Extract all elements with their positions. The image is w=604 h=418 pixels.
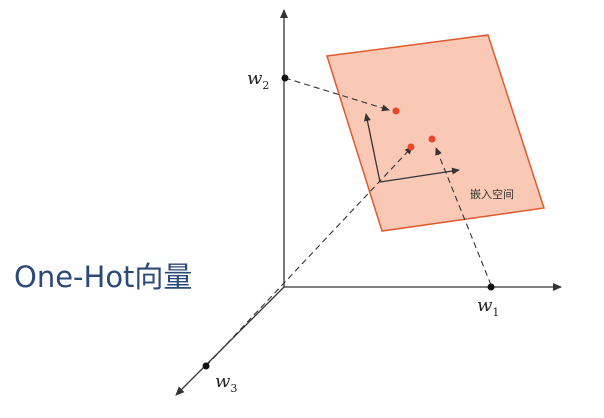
embedding-space-label: 嵌入空间: [470, 187, 514, 201]
axis-label-w3: w3: [215, 371, 237, 395]
plane-axis-up: [363, 113, 381, 183]
w1-point: [487, 283, 495, 291]
embedding-plane: [326, 34, 545, 232]
w2-point: [281, 74, 289, 82]
w3-point: [202, 362, 210, 370]
projection-line-w3: [205, 146, 413, 367]
embedded-point: [428, 135, 436, 143]
plane-axis-right: [379, 167, 460, 183]
axis-label-w1: w1: [477, 295, 499, 319]
axis-label-w2: w2: [247, 68, 269, 92]
projection-line-w2: [284, 77, 390, 112]
embedded-point: [407, 143, 415, 151]
projection-line-w1: [435, 147, 492, 286]
embedded-point: [392, 107, 400, 115]
page-title: One-Hot向量: [14, 260, 193, 294]
